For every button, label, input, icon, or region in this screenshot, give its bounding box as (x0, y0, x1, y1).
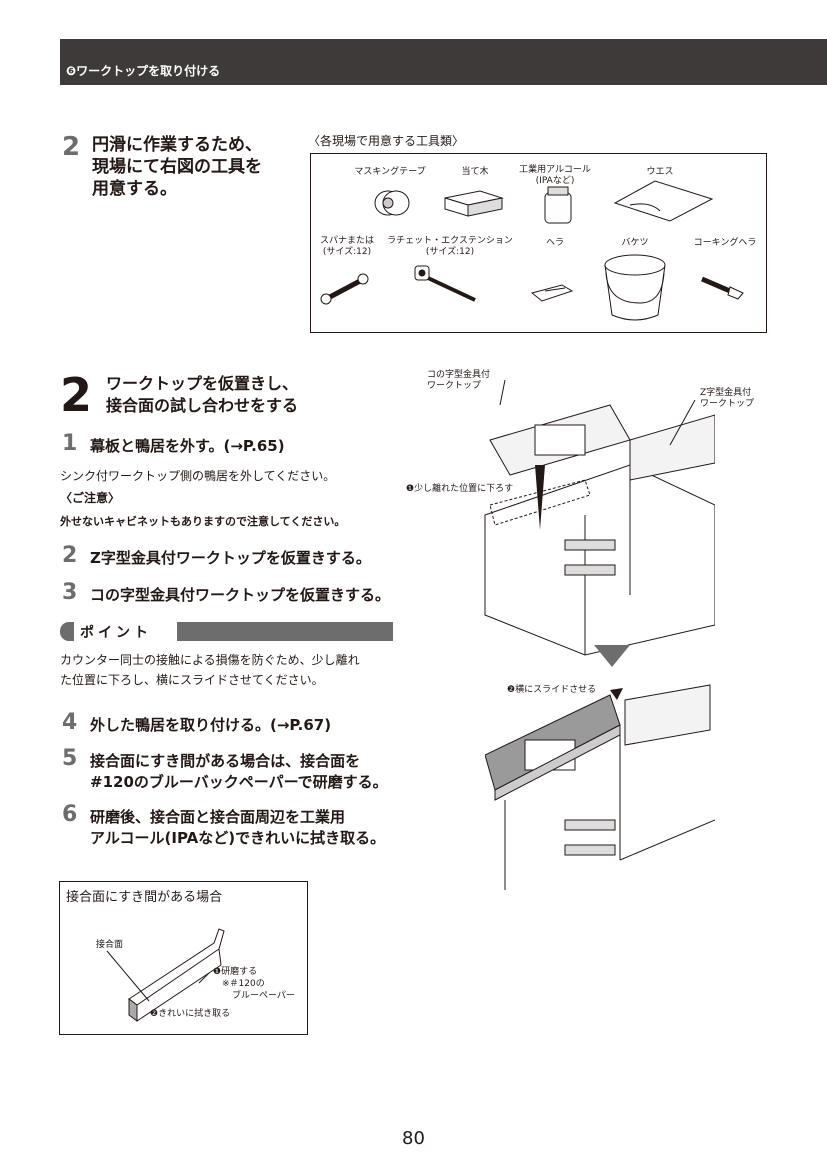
step-6-line-1: 研磨後、接合面と接合面周辺を工業用 (90, 808, 346, 826)
tools-illustrations (320, 180, 744, 321)
polish-note-2: ブルーペーパー (232, 991, 295, 1001)
spatula-icon (530, 284, 574, 302)
joint-gap-box (59, 881, 308, 1035)
cloth-icon (613, 180, 714, 222)
ratchet-icon (414, 265, 476, 302)
wood-block-icon (444, 190, 504, 217)
tool-label-spanner: スパナまたは(サイズ:12) (319, 236, 374, 257)
alcohol-bottle-icon (544, 186, 572, 224)
point-line-1: カウンター同士の接触による損傷を防ぐため、少し離れ (60, 653, 360, 667)
joint-face-label: 接合面 (96, 940, 124, 950)
step-5-line-1: 接合面にすき間がある場合は、接合面を (90, 752, 361, 770)
step-2-number: 2 (62, 543, 78, 568)
step-3-number: 3 (62, 580, 78, 605)
lower-label: ❶少し離れた位置に下ろす (406, 484, 514, 494)
cabinet-figure-bottom (485, 684, 715, 890)
tool-label-masking-tape: マスキングテープ (354, 167, 426, 177)
slide-label: ❷横にスライドさせる (507, 685, 597, 695)
tool-label-spatula: ヘラ (545, 238, 564, 248)
spanner-icon (320, 273, 369, 305)
polish-label: ❶研磨する (213, 967, 258, 977)
prep-line-2: 現場にて右図の工具を (92, 157, 262, 177)
down-arrow-icon (594, 645, 630, 667)
caution-text: 外せないキャビネットもありますので注意してください。 (60, 515, 346, 528)
u-worktop-label-1: コの字型金具付 (427, 370, 491, 380)
section-title: ワークトップを仮置きし、 接合面の試し合わせをする (106, 373, 298, 417)
section-number: 2 (60, 368, 93, 422)
wipe-label: ❷きれいに拭き取る (150, 1009, 231, 1019)
point-marker (60, 622, 74, 641)
u-worktop-label-2: ワークトップ (427, 381, 482, 391)
step-1-text: 幕板と鴨居を外す。(→P.65) (90, 437, 285, 455)
point-line-2: た位置に下ろし、横にスライドさせてください。 (60, 673, 324, 687)
step-2-text: Z字型金具付ワークトップを仮置きする。 (90, 549, 371, 567)
tool-label-ratchet: ラチェット・エクステンション(サイズ:12) (387, 236, 513, 257)
prep-line-1: 円滑に作業するため、 (92, 135, 262, 155)
tool-label-bucket: バケツ (621, 238, 649, 248)
tool-label-wood: 当て木 (461, 167, 489, 177)
bucket-icon (604, 254, 666, 321)
tools-box (310, 153, 767, 333)
section-header-bar (60, 39, 827, 85)
masking-tape-icon (374, 190, 410, 216)
step-1-note: シンク付ワークトップ側の鴨居を外してください。 (60, 469, 336, 483)
joint-box-title: 接合面にすき間がある場合 (66, 890, 223, 905)
step-4-text: 外した鴨居を取り付ける。(→P.67) (90, 716, 332, 734)
z-worktop-label-2: ワークトップ (700, 399, 755, 409)
point-label: ポイント (80, 625, 152, 641)
cabinet-figure-top (484, 379, 715, 656)
step-1-number: 1 (62, 431, 78, 456)
point-bar (177, 622, 393, 641)
tools-title: 〈各現場で用意する工具類〉 (308, 134, 465, 148)
z-worktop-label-1: Z字型金具付 (700, 388, 752, 398)
step-5-number: 5 (62, 746, 78, 771)
step-5-line-2: #120のブルーバックペーパーで研磨する。 (90, 773, 388, 791)
step-3-text: コの字型金具付ワークトップを仮置きする。 (90, 586, 391, 604)
section-title-line-1: ワークトップを仮置きし、 (106, 374, 299, 393)
polish-note-1: ※＃120の (222, 979, 265, 989)
section-header-title: ❻ワークトップを取り付ける (66, 64, 221, 78)
prep-line-3: 用意する。 (92, 179, 177, 199)
caution-title: 〈ご注意〉 (60, 491, 121, 505)
tool-label-cloth: ウエス (646, 167, 674, 177)
prep-step-text: 円滑に作業するため、 現場にて右図の工具を 用意する。 (92, 134, 292, 200)
step-6-line-2: アルコール(IPAなど)できれいに拭き取る。 (90, 829, 386, 847)
prep-step-number: 2 (62, 132, 81, 162)
joint-illustration (106, 928, 225, 1022)
section-title-line-2: 接合面の試し合わせをする (106, 396, 299, 415)
step-4-number: 4 (62, 710, 78, 735)
step-6-number: 6 (62, 802, 78, 827)
tool-label-caulking: コーキングヘラ (693, 238, 757, 248)
caulking-spatula-icon (701, 276, 744, 300)
page-number: 80 (402, 1128, 425, 1149)
tool-label-alcohol: 工業用アルコール(IPAなど) (519, 165, 591, 186)
